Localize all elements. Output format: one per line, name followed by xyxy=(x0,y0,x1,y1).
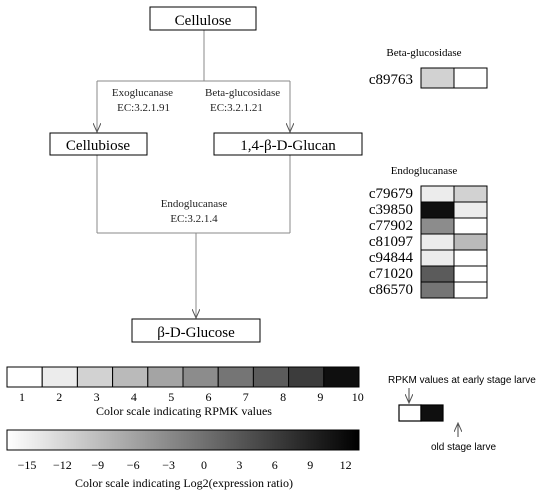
endoglucanase-heatmap: Endoglucanase c79679c39850c77902c81097c9… xyxy=(369,165,488,299)
enzyme-exoglucanase-name: Exoglucanase xyxy=(112,87,173,99)
rpkm-tick-label: 2 xyxy=(56,390,62,404)
heatmap-legend: RPKM values at early stage larve old sta… xyxy=(388,375,536,453)
log2-tick-label: −3 xyxy=(162,458,175,472)
heatmap-cell-old xyxy=(453,67,488,89)
gene-id-label: c77902 xyxy=(369,218,413,234)
enzyme-exoglucanase-ec: EC:3.2.1.91 xyxy=(117,102,170,114)
heatmap-cell-early xyxy=(420,67,455,89)
compound-label: β-D-Glucose xyxy=(157,325,235,341)
enzyme-endoglucanase-name: Endoglucanase xyxy=(161,198,228,210)
rpkm-scale-cell xyxy=(112,366,149,388)
log2-tick-label: 6 xyxy=(272,458,278,472)
heatmap-cell-old xyxy=(453,217,488,235)
legend-old-label: old stage larve xyxy=(431,442,496,453)
beta-glucosidase-heatmap: Beta-glucosidase c89763 xyxy=(369,47,488,89)
gene-id-label: c39850 xyxy=(369,202,413,218)
rpkm-tick-label: 9 xyxy=(317,390,323,404)
rpkm-scale-cell xyxy=(182,366,219,388)
rpkm-scale-cell xyxy=(288,366,325,388)
compound-label: Cellubiose xyxy=(66,138,131,154)
legend-old-cell xyxy=(420,404,444,422)
heatmap-cell-early xyxy=(420,265,455,283)
rpkm-tick-label: 4 xyxy=(131,390,137,404)
log2-tick-label: 9 xyxy=(307,458,313,472)
compound-cellobiose: Cellubiose xyxy=(49,132,148,156)
gene-id-label: c89763 xyxy=(369,72,413,88)
gene-id-label: c94844 xyxy=(369,250,414,266)
compound-glucan: 1,4-β-D-Glucan xyxy=(213,132,363,156)
heatmap-cell-early xyxy=(420,217,455,235)
rpkm-scale-cell xyxy=(41,366,78,388)
heatmap-cell-old xyxy=(453,249,488,267)
enzyme-beta-glucosidase-ec: EC:3.2.1.21 xyxy=(210,102,263,114)
rpkm-tick-label: 8 xyxy=(280,390,286,404)
pathway-connectors xyxy=(97,29,290,318)
rpkm-tick-label: 1 xyxy=(19,390,25,404)
log2-tick-label: 12 xyxy=(340,458,352,472)
heatmap-cell-old xyxy=(453,185,488,203)
heatmap-cell-early xyxy=(420,249,455,267)
rpkm-color-scale: 1 2 3 4 5 6 7 8 9 10 Color scale indicating RPMK … xyxy=(6,366,364,418)
compound-glucose: β-D-Glucose xyxy=(131,318,261,343)
gene-id-label: c79679 xyxy=(369,186,413,202)
rpkm-scale-cell xyxy=(217,366,254,388)
log2-tick-label: 0 xyxy=(201,458,207,472)
rpkm-tick-label: 10 xyxy=(352,390,364,404)
rpkm-scale-cell xyxy=(252,366,290,388)
rpkm-scale-cell xyxy=(323,366,360,388)
rpkm-tick-label: 6 xyxy=(206,390,212,404)
gene-id-label: c81097 xyxy=(369,234,414,250)
log2-color-scale: −15 −12 −9 −6 −3 0 3 6 9 12 Color scale indicatin… xyxy=(6,429,360,490)
log2-gradient-bar xyxy=(6,429,360,451)
gene-id-label: c86570 xyxy=(369,282,413,298)
heatmap-cell-early xyxy=(420,185,455,203)
heatmap-cell-old xyxy=(453,201,488,219)
heatmap-cell-early xyxy=(420,233,455,251)
compound-label: Cellulose xyxy=(175,13,232,29)
log2-tick-label: −15 xyxy=(18,458,37,472)
compound-label: 1,4-β-D-Glucan xyxy=(240,138,336,154)
enzyme-beta-glucosidase-name: Beta-glucosidase xyxy=(205,87,280,99)
heatmap-cell-early xyxy=(420,281,455,299)
rpkm-scale-cell xyxy=(147,366,184,388)
heatmap-cell-old xyxy=(453,281,488,299)
rpkm-tick-label: 7 xyxy=(243,390,249,404)
rpkm-tick-label: 3 xyxy=(94,390,100,404)
heatmap-title: Beta-glucosidase xyxy=(386,47,461,59)
heatmap-cell-old xyxy=(453,265,488,283)
compound-cellulose: Cellulose xyxy=(149,6,257,31)
log2-scale-caption: Color scale indicating Log2(expression r… xyxy=(75,476,293,490)
rpkm-scale-cell xyxy=(76,366,114,388)
legend-early-label: RPKM values at early stage larve xyxy=(388,375,536,386)
rpkm-scale-caption: Color scale indicating RPMK values xyxy=(96,404,272,418)
rpkm-tick-label: 5 xyxy=(168,390,174,404)
log2-tick-label: −9 xyxy=(91,458,104,472)
gene-id-label: c71020 xyxy=(369,266,413,282)
legend-early-cell xyxy=(398,404,422,422)
log2-tick-label: −6 xyxy=(127,458,140,472)
enzyme-endoglucanase-ec: EC:3.2.1.4 xyxy=(170,213,218,225)
heatmap-title: Endoglucanase xyxy=(391,165,458,177)
heatmap-cell-old xyxy=(453,233,488,251)
log2-tick-label: −12 xyxy=(53,458,72,472)
log2-tick-label: 3 xyxy=(236,458,242,472)
heatmap-cell-early xyxy=(420,201,455,219)
rpkm-scale-cell xyxy=(6,366,43,388)
